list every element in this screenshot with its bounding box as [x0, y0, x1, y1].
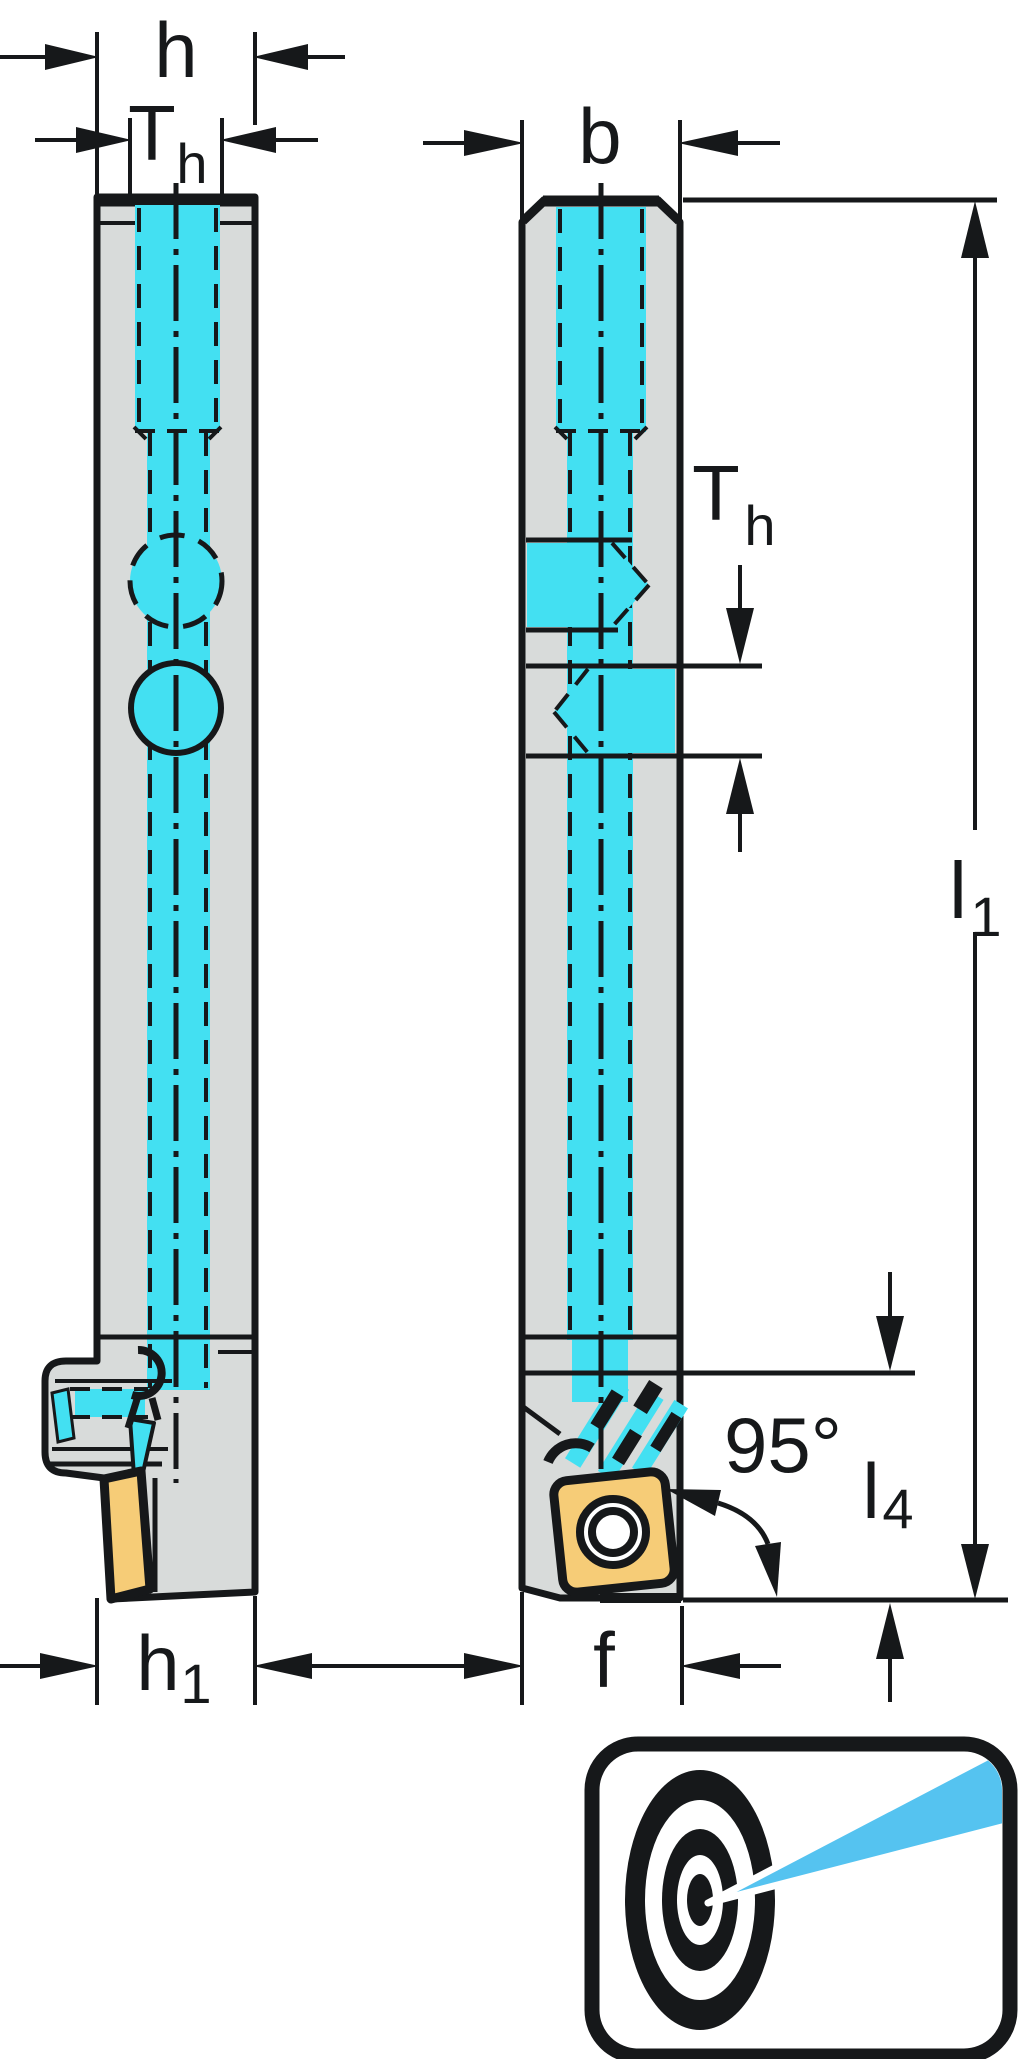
- dim-label-th-sub: h: [176, 132, 207, 195]
- dim-f: f: [352, 1592, 781, 1705]
- dim-label-l1: l: [949, 846, 967, 935]
- cross-hole-front: [527, 543, 649, 627]
- clamp-screw-detail: [148, 1397, 162, 1421]
- arrowhead: [40, 1653, 99, 1679]
- dim-th-side: T h: [692, 449, 776, 852]
- arrowhead: [876, 1603, 904, 1659]
- dim-label-b: b: [578, 92, 621, 180]
- arrowhead: [464, 1653, 524, 1679]
- clamp-screw-detail: [130, 1345, 166, 1400]
- insert-side-view: [99, 1466, 155, 1604]
- precision-coolant-icon: [584, 1736, 1018, 2059]
- dim-label-th-sub: h: [744, 494, 775, 557]
- arrowhead: [76, 127, 132, 153]
- top-chamfer: [653, 196, 683, 225]
- dim-label-l1-sub: 1: [970, 885, 1001, 948]
- arrowhead: [961, 201, 989, 258]
- dim-label-h1: h: [136, 1619, 179, 1707]
- dim-b: b: [423, 92, 780, 260]
- arrowhead: [666, 1489, 721, 1516]
- cross-hole-front: [554, 669, 675, 753]
- dim-h: h: [0, 6, 345, 196]
- thread-relief-tick: [553, 425, 569, 441]
- dim-label-th: T: [692, 449, 740, 537]
- arrowhead: [961, 1544, 989, 1599]
- thread-relief-tick: [132, 425, 148, 441]
- side-view: [41, 183, 259, 1604]
- angle-arc: [717, 1500, 771, 1545]
- insert-hole: [588, 1507, 638, 1557]
- cross-hole-dashed: [610, 541, 651, 587]
- cross-hole-dashed: [610, 583, 651, 629]
- arrowhead: [726, 608, 754, 664]
- dim-th-top: T h: [35, 89, 318, 196]
- dim-label-l4: l: [862, 1447, 879, 1535]
- dim-label-f: f: [593, 1616, 615, 1704]
- dim-label-th: T: [128, 89, 176, 177]
- dim-h1: h 1: [0, 1596, 353, 1715]
- arrowhead: [253, 1653, 312, 1679]
- arrowhead: [45, 44, 99, 70]
- arrowhead: [678, 130, 738, 156]
- dim-label-l4-sub: 4: [882, 1477, 913, 1540]
- thread-relief-tick: [633, 425, 649, 441]
- coolant-beam: [704, 1752, 1002, 1907]
- arrowhead: [876, 1316, 904, 1371]
- dim-label-h1-sub: 1: [180, 1652, 211, 1715]
- top-chamfer: [519, 196, 549, 225]
- thread-relief-tick: [207, 425, 223, 441]
- front-view: [518, 183, 762, 1603]
- arrowhead: [680, 1653, 740, 1679]
- arrowhead: [220, 127, 276, 153]
- cross-hole-dashed: [552, 710, 590, 755]
- arrowhead: [464, 130, 524, 156]
- cross-hole-dashed: [552, 667, 590, 714]
- clamp-screw-detail: [124, 1394, 142, 1430]
- dim-l4: l 4: [524, 1272, 915, 1702]
- arrowhead: [253, 44, 308, 70]
- arrowhead: [755, 1542, 781, 1597]
- dim-label-h: h: [154, 6, 197, 94]
- dim-angle-95: 95°: [666, 1401, 842, 1597]
- pocket-slant-line: [520, 1403, 562, 1437]
- arrowhead: [726, 758, 754, 814]
- dim-l1: l 1: [683, 197, 1008, 1603]
- angle-label: 95°: [724, 1401, 842, 1489]
- target-rings: [625, 1752, 1002, 2030]
- clamp-coolant-pocket: [50, 1387, 76, 1444]
